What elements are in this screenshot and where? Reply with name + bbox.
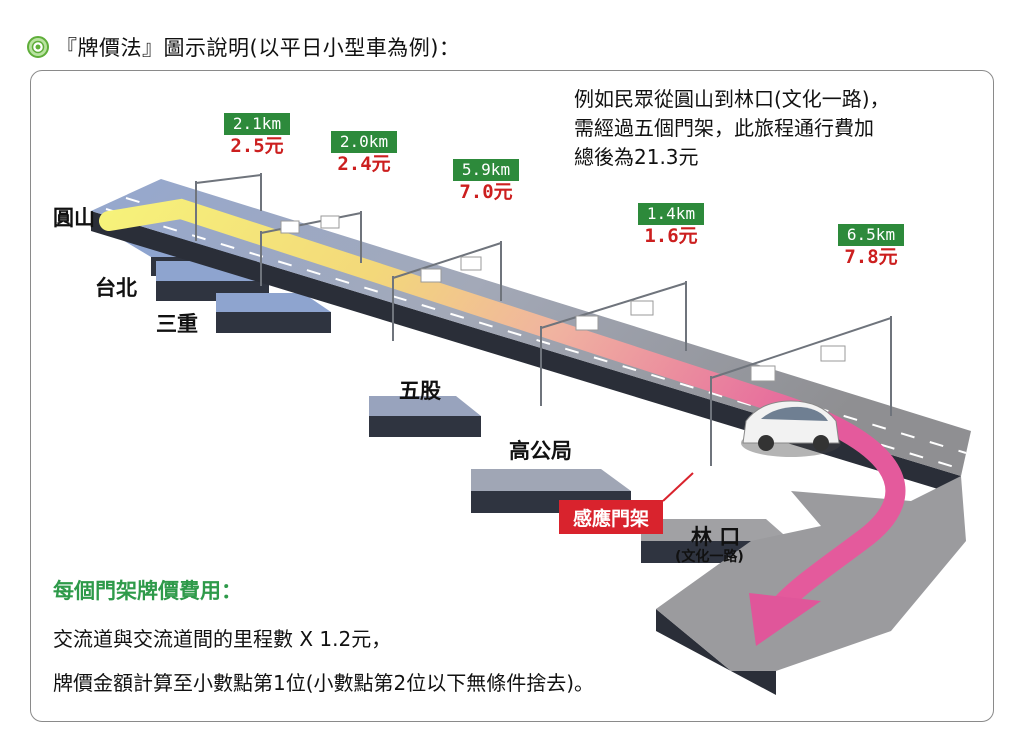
location-sanchong: 三重 <box>156 312 198 336</box>
linkou-ramp-side <box>656 609 776 695</box>
example-text: 例如民眾從圓山到林口(文化一路)， 需經過五個門架，此旅程通行費加 總後為21.… <box>574 85 974 172</box>
circle-bullet-icon <box>27 36 49 58</box>
gantry-fare: 2.5元 <box>230 135 284 157</box>
diagram-panel: 例如民眾從圓山到林口(文化一路)， 需經過五個門架，此旅程通行費加 總後為21.… <box>30 70 994 722</box>
sensor-gantry-label: 感應門架 <box>559 500 663 534</box>
gantry-fare: 7.0元 <box>459 181 513 203</box>
gantry-distance: 2.1km <box>224 113 290 135</box>
gantry-distance: 2.0km <box>331 131 397 153</box>
location-linkou: 林 口 <box>691 525 741 549</box>
section-header: 『牌價法』圖示說明(以平日小型車為例)： <box>26 30 460 64</box>
example-line: 例如民眾從圓山到林口(文化一路)， <box>574 87 890 111</box>
gantry-distance: 6.5km <box>838 224 904 246</box>
gantry-label-3: 5.9km 7.0元 <box>453 159 519 203</box>
highway-side <box>91 211 961 496</box>
fee-title: 每個門架牌價費用： <box>53 579 242 603</box>
example-line: 總後為21.3元 <box>574 145 699 169</box>
location-taipei: 台北 <box>95 276 137 300</box>
car-icon <box>741 400 841 457</box>
gantry-fare: 2.4元 <box>337 153 391 175</box>
gantry-distance: 1.4km <box>638 203 704 225</box>
gantry-label-4: 1.4km 1.6元 <box>638 203 704 247</box>
sensor-pointer-line <box>662 472 694 502</box>
gantry-label-5: 6.5km 7.8元 <box>838 224 904 268</box>
gantry-fare: 1.6元 <box>644 225 698 247</box>
route-arrow-head <box>749 593 821 646</box>
gantry-structures <box>195 173 892 466</box>
gantry-label-1: 2.1km 2.5元 <box>224 113 290 157</box>
fee-line-2: 牌價金額計算至小數點第1位(小數點第2位以下無條件捨去)。 <box>53 671 595 695</box>
fee-line-1: 交流道與交流道間的里程數 X 1.2元， <box>53 627 392 651</box>
page-title: 『牌價法』圖示說明(以平日小型車為例)： <box>56 36 461 60</box>
etc-signs <box>280 215 846 382</box>
location-wugu: 五股 <box>399 379 441 403</box>
location-yuanshan: 圓山 <box>53 206 95 230</box>
example-line: 需經過五個門架，此旅程通行費加 <box>574 116 874 140</box>
gantry-label-2: 2.0km 2.4元 <box>331 131 397 175</box>
highway-diagram <box>91 173 971 695</box>
gantry-fare: 7.8元 <box>844 246 898 268</box>
gantry-distance: 5.9km <box>453 159 519 181</box>
location-gonglu: 高公局 <box>509 439 572 463</box>
location-linkou-sub: (文化一路) <box>675 549 744 565</box>
